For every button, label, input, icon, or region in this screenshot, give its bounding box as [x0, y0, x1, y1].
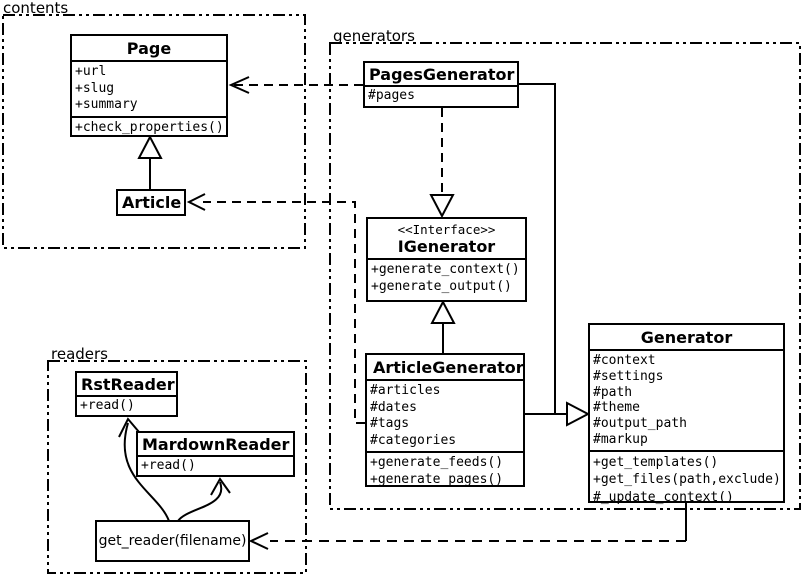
class-name: Generator [640, 328, 733, 347]
class-box-page: Page +url +slug +summary +check_properti… [70, 34, 228, 137]
package-label-readers: readers [51, 345, 108, 363]
uml-operation: #_update_context() [593, 489, 734, 505]
uml-operation: +get_templates() [593, 454, 719, 470]
class-name: Page [126, 39, 172, 58]
uml-attribute: +slug [75, 80, 115, 96]
class-box-generator: Generator #context #settings #path #them… [588, 323, 785, 505]
package-border-generators [329, 42, 801, 510]
class-box-igenerator: <<Interface>> IGenerator +generate_conte… [366, 217, 527, 302]
operations-compartment: +generate_context() +generate_output() [368, 258, 525, 297]
uml-attribute: #theme [593, 400, 640, 416]
class-box-article: Article [116, 189, 186, 216]
uml-operation: +check_properties() [75, 119, 224, 135]
class-box-articlegenerator: ArticleGenerator #articles #dates #tags … [365, 353, 525, 487]
operations-compartment: +read() [77, 395, 176, 416]
dependency-pagesgenerator-to-page [228, 76, 363, 94]
dependency-articlegenerator-to-article [186, 193, 365, 424]
package-label-generators: generators [333, 27, 415, 45]
operations-compartment: +check_properties() [72, 115, 226, 139]
call-arrow-getreader-to-rstreader [118, 417, 170, 522]
uml-operation: +read() [80, 398, 135, 413]
attributes-compartment: #context #settings #path #theme #output_… [590, 349, 783, 450]
uml-attribute: #dates [370, 399, 417, 415]
uml-operation: +generate_pages() [370, 471, 504, 487]
uml-attribute: #tags [370, 416, 410, 431]
package-border-readers [47, 360, 307, 574]
package-border-contents [2, 14, 306, 249]
operations-compartment: +read() [138, 455, 293, 476]
operations-compartment: +get_templates() +get_files(path,exclude… [590, 449, 783, 509]
class-box-rstreader: RstReader +read() [75, 371, 178, 417]
call-arrow-getreader-to-mardownreader [177, 477, 231, 522]
function-label: get_reader(filename) [98, 533, 247, 549]
uml-attribute: #pages [368, 88, 415, 103]
uml-attribute: #context [593, 353, 656, 368]
uml-operation: +read() [141, 458, 196, 473]
uml-operation: +generate_context() [371, 262, 520, 277]
class-stereotype: <<Interface>> [397, 222, 496, 237]
class-name: Article [122, 193, 182, 212]
class-box-pagesgenerator: PagesGenerator #pages [363, 61, 519, 108]
uml-attribute: #markup [593, 431, 648, 447]
attributes-compartment: +url +slug +summary [72, 60, 226, 116]
generalization-articlegenerator-to-igenerator [430, 299, 456, 353]
realization-pagesgenerator-to-igenerator [429, 108, 455, 219]
uml-attribute: #articles [370, 383, 441, 398]
class-name: PagesGenerator [369, 65, 515, 84]
uml-operation: +get_files(path,exclude) [593, 472, 781, 488]
generalization-generators-to-generator [519, 83, 591, 427]
uml-operation: +generate_output() [371, 278, 512, 294]
class-name: ArticleGenerator [373, 358, 524, 377]
generalization-article-to-page [137, 134, 163, 189]
attributes-compartment: #articles #dates #tags #categories [367, 379, 523, 451]
uml-attribute: +url [75, 64, 107, 79]
uml-attribute: #settings [593, 368, 664, 384]
class-name: MardownReader [142, 435, 290, 454]
function-box-get-reader: get_reader(filename) [95, 520, 250, 562]
package-label-contents: contents [3, 0, 69, 17]
operations-compartment: +generate_feeds() +generate_pages() [367, 451, 523, 490]
uml-attribute: #categories [370, 432, 457, 448]
uml-attribute: +summary [75, 97, 138, 112]
class-box-mardownreader: MardownReader +read() [136, 431, 295, 477]
uml-operation: +generate_feeds() [370, 455, 504, 470]
uml-attribute: #path [593, 384, 633, 400]
class-name: IGenerator [397, 237, 496, 256]
dependency-generator-to-getreader [248, 503, 687, 550]
class-name: RstReader [81, 375, 175, 394]
uml-attribute: #output_path [593, 416, 687, 432]
attributes-compartment: #pages [365, 85, 517, 106]
